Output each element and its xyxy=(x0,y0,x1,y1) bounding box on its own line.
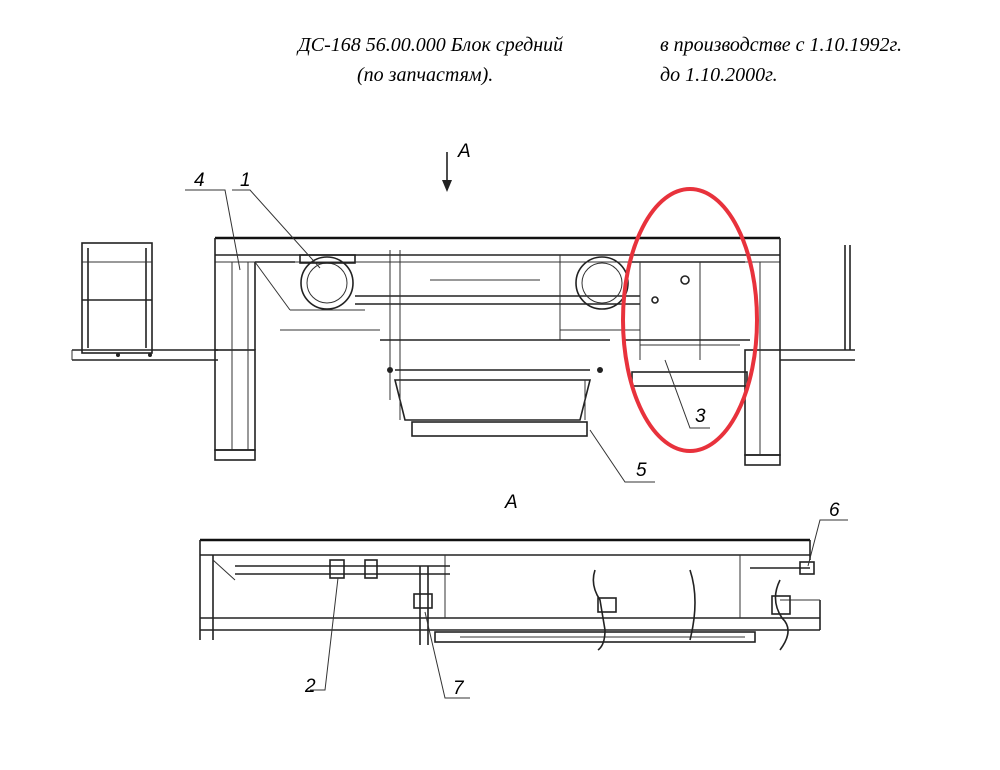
leader-7 xyxy=(424,611,470,699)
callout-6: 6 xyxy=(829,500,840,521)
highlight-ellipse xyxy=(621,187,759,453)
callout-2: 2 xyxy=(304,676,316,697)
left-tank xyxy=(280,254,380,331)
section-view-a xyxy=(199,519,848,699)
callout-1: 1 xyxy=(240,170,251,191)
left-railing xyxy=(71,242,218,361)
leader-3 xyxy=(664,359,710,429)
right-leg xyxy=(744,262,781,466)
document-subtitle: (по запчастям). xyxy=(357,64,494,86)
leader-1 xyxy=(232,189,321,269)
document-title: ДС-168 56.00.000 Блок средний xyxy=(298,34,564,56)
right-frame xyxy=(625,261,750,387)
view-arrow: A xyxy=(442,141,471,192)
callout-3: 3 xyxy=(695,406,706,427)
top-assembly xyxy=(71,187,855,483)
left-leg xyxy=(214,261,295,461)
callout-7: 7 xyxy=(453,678,465,699)
section-label: A xyxy=(504,492,518,513)
production-end: до 1.10.2000г. xyxy=(660,64,778,86)
arrow-label: A xyxy=(457,141,471,162)
leader-6 xyxy=(807,519,848,567)
right-tank xyxy=(560,256,640,331)
callout-4: 4 xyxy=(194,170,205,191)
lower-hopper xyxy=(380,339,610,437)
leader-2 xyxy=(310,577,339,691)
leader-4 xyxy=(185,189,241,271)
leader-5 xyxy=(589,429,655,483)
callout-5: 5 xyxy=(636,460,647,481)
production-start: в производстве с 1.10.1992г. xyxy=(660,34,903,56)
right-outrigger xyxy=(780,245,855,361)
